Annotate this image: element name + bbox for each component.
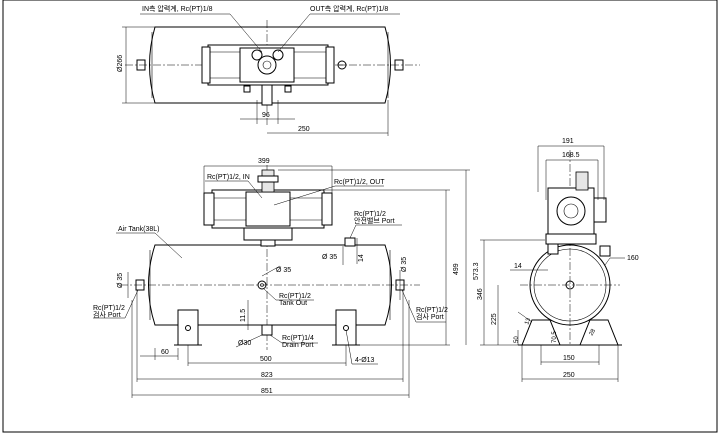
- dim-14-front: 14: [358, 254, 365, 262]
- dim-399: 399: [258, 158, 270, 165]
- label-tank-out-1: Rc(PT)1/2: [279, 293, 311, 300]
- side-booster-body: [547, 187, 595, 235]
- tank-out-port-icon: [257, 280, 267, 290]
- side-right-leg: [579, 319, 619, 346]
- dim-14-side: 14: [514, 263, 522, 270]
- top-view: IN측 압력계, Rc(PT)1/8 OUT측 압력계, Rc(PT)1/8 Ø…: [117, 4, 420, 136]
- label-in-gauge: IN측 압력계, Rc(PT)1/8: [142, 4, 213, 13]
- dim-573: 573.3: [473, 262, 480, 280]
- in-gauge-icon: [251, 49, 263, 61]
- safety-valve-port: [344, 237, 356, 247]
- dim-499: 499: [453, 263, 460, 275]
- label-drain-2: Drain Port: [282, 342, 314, 349]
- dim-35-tank-out: Ø 35: [276, 267, 291, 274]
- out-gauge-icon: [272, 49, 284, 61]
- label-in-port: Rc(PT)1/2, IN: [207, 174, 250, 181]
- top-tank-body: [149, 26, 391, 104]
- dim-250-top: 250: [298, 126, 310, 133]
- label-safety-port-1: Rc(PT)1/2: [354, 211, 386, 218]
- dim-160: 160: [627, 255, 639, 262]
- left-leg: [177, 309, 199, 346]
- dim-diameter-266: Ø266: [117, 55, 124, 72]
- front-tank-body: [148, 244, 392, 326]
- label-tank-out-2: Tank Out: [279, 300, 307, 307]
- dim-35-right: Ø 35: [401, 257, 408, 272]
- front-view: 399 Rc(PT)1/2, IN Rc(PT)1/2, OUT Air Tan…: [93, 158, 480, 398]
- out-gauge-leader: [277, 13, 400, 53]
- dim-168-5: 168.5: [562, 152, 580, 159]
- label-drain-1: Rc(PT)1/4: [282, 335, 314, 342]
- dim-96: 96: [262, 112, 270, 119]
- dim-4-holes: 4-Ø13: [355, 357, 375, 364]
- air-tank-leader: [116, 232, 183, 259]
- dim-11-5: 11.5: [240, 309, 247, 322]
- right-leg: [335, 309, 357, 346]
- side-view: 191 168.5 14 160 346 225 13 50 70.5 28 1: [477, 138, 639, 382]
- dim-191: 191: [562, 138, 574, 145]
- label-out-port: Rc(PT)1/2, OUT: [334, 179, 385, 186]
- dim-70-5: 70.5: [552, 331, 558, 343]
- dim-851: 851: [261, 388, 273, 395]
- label-left-port-1: Rc(PT)1/2: [93, 305, 125, 312]
- label-left-port-2: 검사 Port: [93, 310, 121, 319]
- dim-35-safety: Ø 35: [322, 254, 337, 261]
- drain-port: [261, 324, 273, 336]
- dim-13: 13: [524, 317, 532, 326]
- dim-60: 60: [161, 349, 169, 356]
- dim-225: 225: [491, 313, 498, 325]
- top-safety-valve-icon: [337, 60, 347, 70]
- label-right-port-1: Rc(PT)1/2: [416, 307, 448, 314]
- in-gauge-leader: [140, 13, 263, 53]
- label-safety-port-2: 안전밸브 Port: [354, 216, 395, 225]
- side-gauge-stem: [575, 171, 589, 191]
- dim-823: 823: [261, 372, 273, 379]
- dim-35-left: Ø 35: [117, 273, 124, 288]
- top-valve-block: [239, 47, 295, 83]
- dim-346: 346: [477, 288, 484, 300]
- dim-250-side: 250: [563, 372, 575, 379]
- dim-500: 500: [260, 356, 272, 363]
- dim-150: 150: [563, 355, 575, 362]
- label-air-tank: Air Tank(38L): [118, 226, 160, 233]
- dim-30: Ø30: [238, 340, 251, 347]
- top-outlet-pipe: [261, 84, 273, 106]
- dim-50: 50: [514, 336, 520, 343]
- front-booster-bracket: [243, 227, 293, 241]
- dim-28: 28: [589, 328, 598, 337]
- label-right-port-2: 검사 Port: [416, 312, 444, 321]
- label-out-gauge: OUT측 압력계, Rc(PT)1/8: [310, 4, 388, 13]
